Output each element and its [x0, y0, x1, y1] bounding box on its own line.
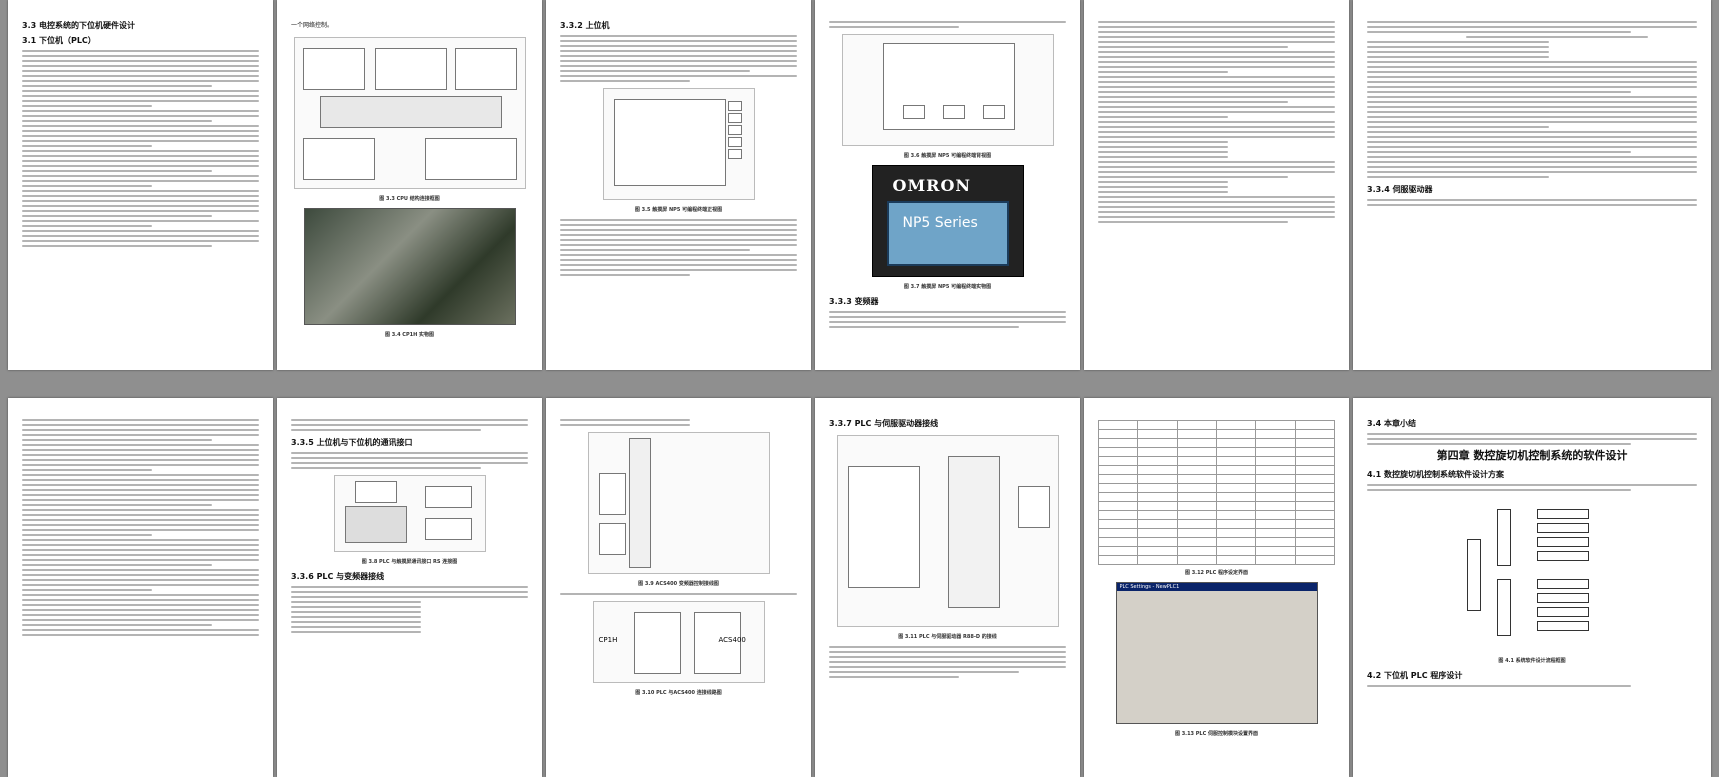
acs400-terminal-diagram	[587, 432, 770, 574]
cp1h-photo	[303, 208, 516, 325]
section-heading: 3.4 本章小结	[1367, 419, 1416, 428]
dialog-title: PLC Settings - NewPLC1	[1116, 583, 1317, 591]
document-page-2: 一个网络控制。 图 3.3 CPU 结构连接框图 图 3.4 CP1H 实物图	[277, 0, 542, 370]
omron-logo: OMRON	[892, 176, 972, 195]
document-page-5	[1084, 0, 1349, 370]
software-flow-tree	[1457, 499, 1607, 649]
np5-back-diagram	[841, 34, 1054, 146]
cpu-block-diagram	[293, 37, 526, 189]
figure-caption: 图 3.6 触摸屏 NP5 可编程终端背视图	[903, 153, 992, 159]
document-page-12: 3.4 本章小结 第四章 数控旋切机控制系统的软件设计 4.1 数控旋切机控制系…	[1353, 398, 1711, 777]
figure-caption: 图 3.7 触摸屏 NP5 可编程终端实物图	[903, 284, 992, 290]
figure-caption: 图 3.12 PLC 程序设定界面	[1184, 570, 1249, 576]
plc-settings-dialog: PLC Settings - NewPLC1	[1115, 582, 1318, 724]
document-page-6: 3.3.4 伺服驱动器	[1353, 0, 1711, 370]
section-heading: 3.3.5 上位机与下位机的通讯接口	[291, 438, 413, 447]
section-heading: 3.3.2 上位机	[560, 21, 610, 30]
section-heading: 3.3.6 PLC 与变频器接线	[291, 572, 385, 581]
figure-caption: 图 3.5 触摸屏 NP5 可编程终端正视图	[634, 207, 723, 213]
parameter-table	[1097, 420, 1336, 565]
page-text: 一个网络控制。	[291, 22, 334, 29]
document-page-4: 图 3.6 触摸屏 NP5 可编程终端背视图 OMRON NP5 Series …	[815, 0, 1080, 370]
chapter-title: 第四章 数控旋切机控制系统的软件设计	[1436, 449, 1628, 462]
np5-photo: OMRON NP5 Series	[871, 165, 1024, 277]
figure-caption: 图 3.9 ACS400 变频器控制接线图	[638, 581, 719, 587]
document-page-10: 3.3.7 PLC 与伺服驱动器接线 图 3.11 PLC 与伺服驱动器 R88…	[815, 398, 1080, 777]
section-heading: 4.2 下位机 PLC 程序设计	[1367, 671, 1463, 680]
section-heading: 3.3.7 PLC 与伺服驱动器接线	[829, 419, 939, 428]
screen-label: NP5 Series	[902, 215, 978, 231]
document-page-8: 3.3.5 上位机与下位机的通讯接口 图 3.8 PLC 与触摸屏通讯接口 RS…	[277, 398, 542, 777]
figure-caption: 图 3.3 CPU 结构连接框图	[379, 196, 440, 202]
section-heading: 3.3 电控系统的下位机硬件设计	[22, 21, 135, 30]
document-page-3: 3.3.2 上位机 图 3.5 触摸屏 NP5 可编程终端正视图	[546, 0, 811, 370]
section-heading: 4.1 数控旋切机控制系统软件设计方案	[1367, 470, 1504, 479]
acs400-label: ACS400	[718, 636, 746, 644]
cp1h-label: CP1H	[598, 636, 618, 644]
section-heading: 3.3.4 伺服驱动器	[1367, 185, 1433, 194]
document-page-7	[8, 398, 273, 777]
figure-caption: 图 4.1 系统软件设计流程框图	[1498, 658, 1566, 664]
section-heading: 3.1 下位机（PLC）	[22, 36, 96, 45]
figure-caption: 图 3.8 PLC 与触摸屏通讯接口 RS 连接图	[361, 559, 458, 565]
rs-connection-diagram	[333, 475, 486, 552]
figure-caption: 图 3.10 PLC 与ACS400 连接线路图	[635, 690, 722, 696]
servo-wiring-diagram	[836, 435, 1059, 627]
np5-front-diagram	[602, 88, 755, 200]
section-heading: 3.3.3 变频器	[829, 297, 879, 306]
plc-acs400-diagram: CP1H ACS400	[592, 601, 765, 683]
document-page-11: 图 3.12 PLC 程序设定界面 PLC Settings - NewPLC1…	[1084, 398, 1349, 777]
figure-caption: 图 3.13 PLC 伺服控制模块设置界面	[1174, 731, 1259, 737]
figure-caption: 图 3.11 PLC 与伺服驱动器 R88-D 的接线	[898, 634, 997, 640]
figure-caption: 图 3.4 CP1H 实物图	[384, 332, 435, 338]
document-page-9: 图 3.9 ACS400 变频器控制接线图 CP1H ACS400 图 3.10…	[546, 398, 811, 777]
document-page-1: 3.3 电控系统的下位机硬件设计 3.1 下位机（PLC）	[8, 0, 273, 370]
